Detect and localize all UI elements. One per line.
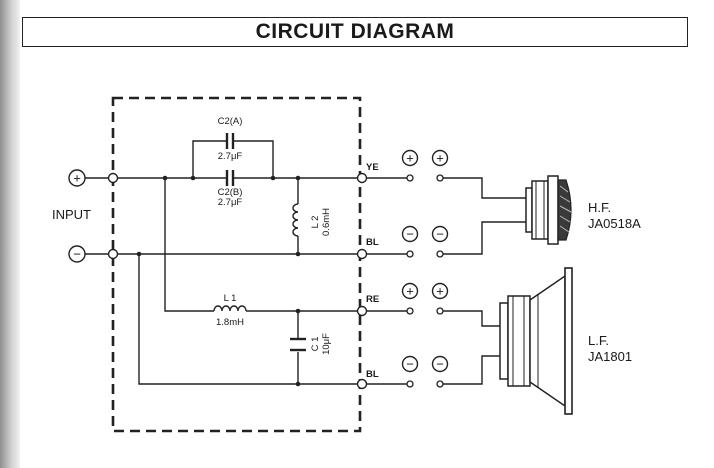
svg-text:−: − [73, 247, 81, 262]
capacitor-c1: C 1 10μF [290, 333, 332, 355]
connector-points [406, 174, 444, 388]
l2-name: L 2 [310, 216, 321, 229]
c1-value: 10μF [321, 333, 332, 355]
input-label: INPUT [52, 207, 91, 222]
hf-model: JA0518A [588, 216, 641, 231]
svg-text:+: + [436, 151, 444, 166]
c2a-value: 2.7μF [218, 151, 243, 162]
terminal-bl-lf: BL [366, 369, 379, 380]
hf-type: H.F. [588, 200, 611, 215]
page-edge-shadow [0, 0, 20, 468]
l2-value: 0.6mH [321, 208, 332, 236]
inductor-l2: L 2 0.6mH [292, 203, 332, 237]
woofer-speaker [499, 267, 573, 415]
l1-name: L 1 [224, 293, 237, 304]
c2b-name: C2(B) [218, 187, 243, 198]
input-minus-terminal: − [68, 245, 86, 263]
capacitor-c2b: C2(B) 2.7μF [218, 170, 243, 208]
circuit-wires [85, 140, 410, 385]
svg-text:+: + [73, 171, 81, 186]
inductor-l1: L 1 1.8mH [213, 293, 247, 328]
crossover-enclosure [111, 96, 362, 433]
lf-type: L.F. [588, 333, 609, 348]
svg-text:+: + [406, 151, 414, 166]
c2b-value: 2.7μF [218, 197, 243, 208]
tweeter-speaker [525, 175, 572, 245]
svg-text:+: + [406, 284, 414, 299]
terminal-ye: YE [366, 162, 379, 173]
svg-text:−: − [436, 227, 444, 242]
svg-text:−: − [406, 227, 414, 242]
c1-name: C 1 [310, 337, 321, 352]
polarity-markers: + − + − + − + − [401, 149, 449, 373]
terminal-re: RE [366, 294, 379, 305]
l1-value: 1.8mH [216, 317, 244, 328]
svg-text:−: − [406, 357, 414, 372]
svg-text:+: + [436, 284, 444, 299]
title-box: CIRCUIT DIAGRAM [22, 17, 688, 47]
speaker-leads [443, 177, 526, 385]
terminal-bl-hf: BL [366, 237, 379, 248]
input-plus-terminal: + [68, 169, 86, 187]
junction-dots [136, 175, 301, 387]
enclosure-terminals [107, 172, 368, 390]
c2a-name: C2(A) [218, 116, 243, 127]
svg-text:−: − [436, 357, 444, 372]
lf-model: JA1801 [588, 349, 632, 364]
diagram-title: CIRCUIT DIAGRAM [255, 20, 455, 43]
capacitor-c2a: C2(A) 2.7μF [218, 116, 243, 162]
